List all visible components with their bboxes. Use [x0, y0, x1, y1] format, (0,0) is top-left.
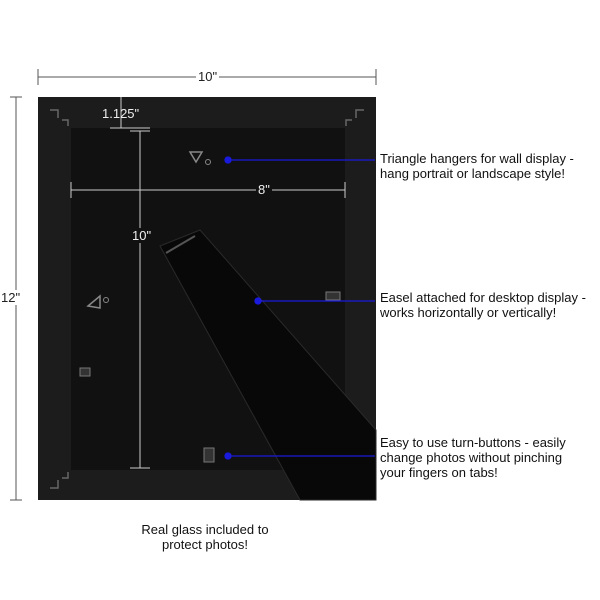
border-width-label: 1.125": [102, 106, 140, 121]
easel: [159, 229, 377, 501]
turn-button-icon: [325, 291, 341, 301]
callout-text: your fingers on tabs!: [380, 465, 498, 480]
callout-hangers: Triangle hangers for wall display - hang…: [380, 151, 574, 181]
turn-button-icon: [79, 367, 91, 377]
callout-text: Triangle hangers for wall display -: [380, 151, 574, 166]
callout-easel: Easel attached for desktop display - wor…: [380, 290, 586, 320]
triangle-hanger-icon: [86, 294, 101, 309]
callout-text: change photos without pinching: [380, 450, 563, 465]
callout-text: works horizontally or vertically!: [380, 305, 557, 320]
photo-height-label: 10": [130, 228, 154, 243]
callout-text: Easy to use turn-buttons - easily: [380, 435, 566, 450]
callout-text: Easel attached for desktop display -: [380, 290, 586, 305]
frame-width-label: 10": [196, 69, 220, 84]
callout-turn-buttons: Easy to use turn-buttons - easily change…: [380, 435, 566, 480]
caption-text: protect photos!: [162, 537, 248, 552]
turn-button-icon: [203, 447, 215, 463]
glass-caption: Real glass included to protect photos!: [105, 522, 305, 552]
caption-text: Real glass included to: [141, 522, 269, 537]
frame-height-label: 12": [0, 290, 22, 305]
triangle-hanger-icon: [188, 151, 204, 164]
photo-width-label: 8": [256, 182, 272, 197]
callout-text: hang portrait or landscape style!: [380, 166, 565, 181]
